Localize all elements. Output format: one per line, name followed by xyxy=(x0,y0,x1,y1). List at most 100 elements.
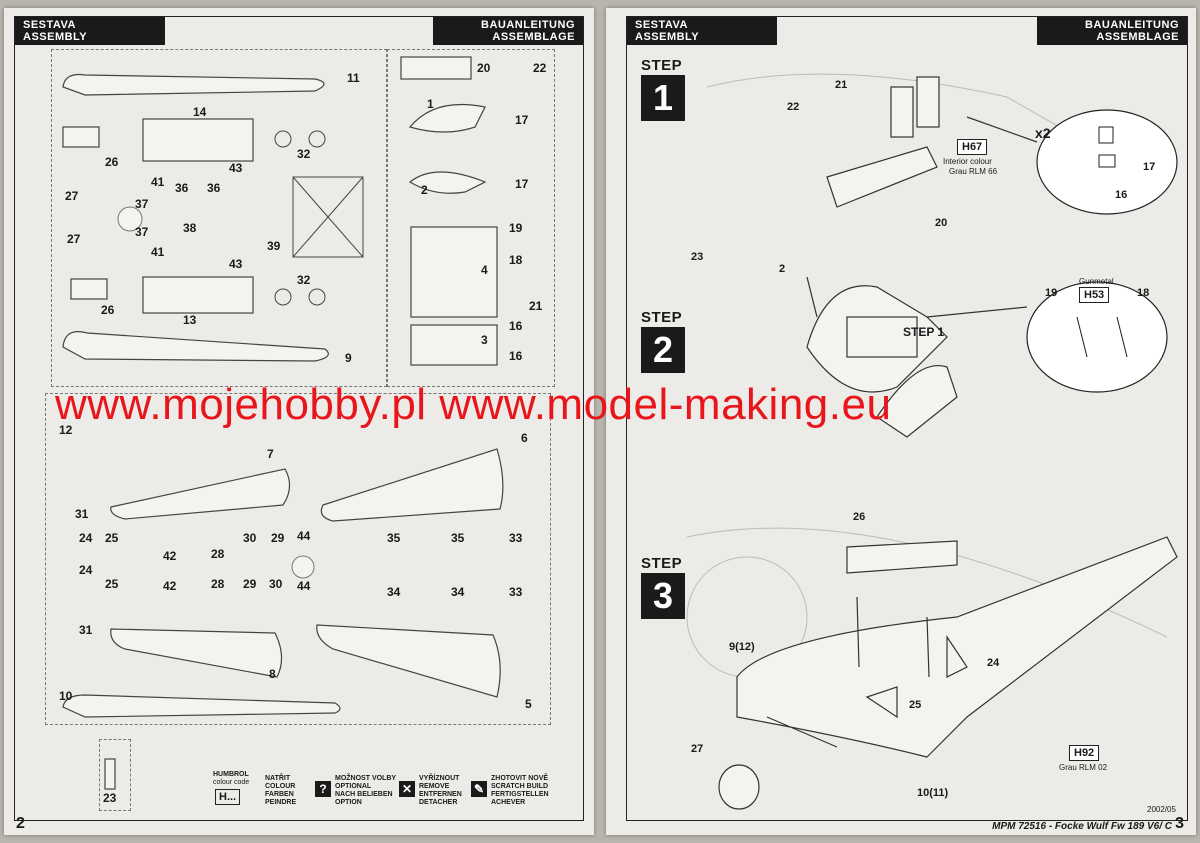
optional-icon: ? xyxy=(315,781,331,797)
sprue-frame-b xyxy=(387,49,555,387)
part-number: 28 xyxy=(211,547,225,561)
part-number: 1 xyxy=(427,97,434,111)
part-number: 29 xyxy=(271,531,285,545)
part-number: 42 xyxy=(163,579,177,593)
colour-description: Grau RLM 02 xyxy=(1059,763,1108,772)
part-number: 19 xyxy=(509,221,523,235)
part-number: 24 xyxy=(79,563,93,577)
part-number: 30 xyxy=(243,531,257,545)
header-left: SESTAVA ASSEMBLY xyxy=(15,17,165,45)
part-number: 26 xyxy=(105,155,119,169)
part-number: 44 xyxy=(297,529,311,543)
callout: 24 xyxy=(987,657,1000,669)
part-number: 5 xyxy=(525,697,532,711)
part-number: 37 xyxy=(135,197,149,211)
part-number: 2 xyxy=(421,183,428,197)
callout: 23 xyxy=(691,251,704,263)
legend-remove: VYŘÍZNOUT REMOVE ENTFERNEN DETACHER xyxy=(419,775,462,806)
callout: 26 xyxy=(853,511,866,523)
part-number: 8 xyxy=(269,667,276,681)
part-number: 37 xyxy=(135,225,149,239)
product-footer: MPM 72516 - Focke Wulf Fw 189 V6/ C xyxy=(992,821,1172,832)
callout: 25 xyxy=(909,699,922,711)
part-number: 27 xyxy=(67,232,81,246)
part-number: 31 xyxy=(79,623,93,637)
callout: 17 xyxy=(1143,161,1156,173)
humbrol-brand: HUMBROL xyxy=(213,771,249,778)
part-number: 33 xyxy=(509,531,523,545)
header-right: BAUANLEITUNG ASSEMBLAGE xyxy=(433,17,583,45)
callout: 20 xyxy=(935,217,948,229)
part-number: 36 xyxy=(207,181,221,195)
part-number: 33 xyxy=(509,585,523,599)
part-number: 35 xyxy=(387,531,401,545)
part-number: 43 xyxy=(229,257,243,271)
part-number: 32 xyxy=(297,273,311,287)
part-number: 21 xyxy=(529,299,543,313)
callout: 9(12) xyxy=(729,641,755,653)
part-number: 7 xyxy=(267,447,274,461)
step-2-label: STEP xyxy=(641,309,683,326)
legend-optional: MOŽNOST VOLBY OPTIONAL NACH BELIEBEN OPT… xyxy=(335,775,397,806)
header-left: SESTAVA ASSEMBLY xyxy=(627,17,777,45)
part-number: 16 xyxy=(509,319,523,333)
part-number: 11 xyxy=(347,71,360,85)
page-number: 3 xyxy=(1175,815,1184,832)
humbrol-sub: colour code xyxy=(213,779,250,786)
sprue-frame-c xyxy=(45,393,551,725)
part-number: 41 xyxy=(151,175,165,189)
step-1-label: STEP xyxy=(641,57,683,74)
callout: 10(11) xyxy=(917,787,949,799)
multiplier: x2 xyxy=(1035,125,1051,141)
sprue-drawings xyxy=(62,56,504,790)
part-number: 32 xyxy=(297,147,311,161)
colour-description: Interior colour xyxy=(943,157,992,166)
sprue-frame-d xyxy=(99,739,131,811)
assembly-drawings xyxy=(686,73,1178,810)
part-number: 6 xyxy=(521,431,528,445)
date-code: 2002/05 xyxy=(1147,805,1176,814)
part-number: 35 xyxy=(451,531,465,545)
part-number: 44 xyxy=(297,579,311,593)
part-number: 34 xyxy=(451,585,465,599)
header-right: BAUANLEITUNG ASSEMBLAGE xyxy=(1037,17,1187,45)
callout: 19 xyxy=(1045,287,1058,299)
callout: 22 xyxy=(787,101,800,113)
part-number: 31 xyxy=(75,507,89,521)
step-3-badge: 3 xyxy=(641,573,685,619)
watermark-text: www.mojehobby.pl www.model-making.eu xyxy=(55,380,892,429)
callout: 27 xyxy=(691,743,704,755)
instruction-page-right: SESTAVA ASSEMBLY BAUANLEITUNG ASSEMBLAGE xyxy=(606,8,1196,835)
callout: 16 xyxy=(1115,189,1128,201)
part-number: 18 xyxy=(509,253,523,267)
callout: 2 xyxy=(779,263,786,275)
part-number: 12 xyxy=(59,423,73,437)
part-number: 17 xyxy=(515,113,529,127)
part-number: 42 xyxy=(163,549,177,563)
part-number: 28 xyxy=(211,577,225,591)
part-number: 38 xyxy=(183,221,197,235)
scratch-build-icon: ✎ xyxy=(471,781,487,797)
colour-code-h53: H53 xyxy=(1079,287,1110,303)
part-number: 25 xyxy=(105,531,119,545)
part-number: 22 xyxy=(533,61,547,75)
sprue-frame-a xyxy=(51,49,387,387)
part-number: 16 xyxy=(509,349,523,363)
colour-description: Gunmetal xyxy=(1079,277,1114,286)
part-number: 27 xyxy=(65,189,79,203)
page-frame: SESTAVA ASSEMBLY BAUANLEITUNG ASSEMBLAGE xyxy=(14,16,584,821)
part-number: 13 xyxy=(183,313,197,327)
part-number: 39 xyxy=(267,239,281,253)
part-number: 4 xyxy=(481,263,488,277)
part-number: 25 xyxy=(105,577,119,591)
part-number: 9 xyxy=(345,351,352,365)
part-number: 34 xyxy=(387,585,401,599)
colour-code-h92: H92 xyxy=(1069,745,1100,761)
instruction-page-left: SESTAVA ASSEMBLY BAUANLEITUNG ASSEMBLAGE xyxy=(4,8,594,835)
page-number: 2 xyxy=(16,815,25,832)
humbrol-code-box: H... xyxy=(215,789,241,805)
legend-paint: NATŘIT COLOUR FARBEN PEINDRE xyxy=(265,775,297,806)
part-number: 43 xyxy=(229,161,243,175)
cut-icon: ✕ xyxy=(399,781,415,797)
part-number: 17 xyxy=(515,177,529,191)
